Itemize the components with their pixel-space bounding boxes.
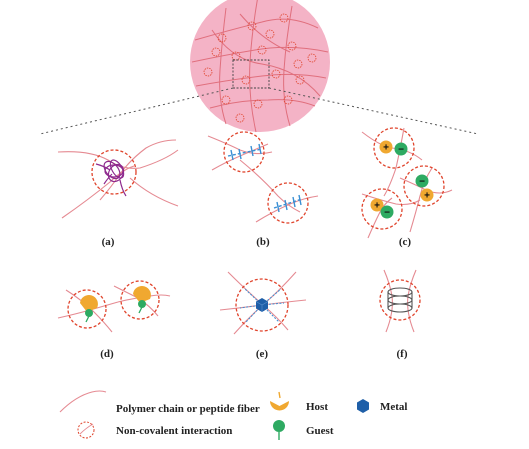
panel-f-label: (f) (397, 348, 408, 360)
panel-c-label: (c) (399, 236, 412, 248)
legend-chain-label: Polymer chain or peptide fiber (116, 403, 260, 415)
legend-chain-swatch (59, 390, 107, 413)
legend-host-label: Host (306, 401, 328, 413)
panel-e-label: (e) (256, 348, 269, 360)
panel-c-interaction-ring-right (403, 165, 445, 207)
panel-f-interaction-ring (379, 279, 421, 321)
panel-b-interaction-ring-top (223, 131, 265, 173)
legend-guest-icon (273, 420, 285, 432)
anion-top-sign: − (398, 145, 404, 156)
panel-b-interaction-ring-bottom (267, 182, 309, 224)
legend: Polymer chain or peptide fiber Non-coval… (59, 390, 407, 440)
stacked-rings (387, 287, 413, 313)
cation-right (420, 188, 434, 202)
host-left (80, 294, 98, 312)
host-right (133, 285, 151, 303)
panel-c-interaction-ring-top (373, 127, 415, 169)
guest-left (85, 309, 93, 317)
anion-bottom-sign: − (384, 208, 390, 219)
anion-bottom (380, 205, 394, 219)
legend-interaction-label: Non-covalent interaction (116, 425, 232, 437)
anion-right-sign: − (419, 177, 425, 188)
cation-bottom-sign: + (374, 201, 380, 212)
cation-top (379, 140, 393, 154)
panel-b-hydrogen-bond (207, 131, 319, 224)
legend-host-icon (270, 401, 289, 411)
network-chains (191, 0, 329, 133)
legend-interaction-swatch (77, 421, 95, 439)
zoom-guide-left (39, 87, 234, 135)
panel-c-interaction-ring-bottom (361, 188, 403, 230)
legend-metal-label: Metal (380, 401, 407, 413)
zoom-box (232, 59, 270, 89)
zoom-guide-right (268, 87, 479, 135)
anion-right (415, 174, 429, 188)
anion-top (394, 142, 408, 156)
network-crosslinks (203, 13, 317, 123)
entanglement-coil (95, 159, 127, 197)
panel-e-interaction-ring (235, 278, 289, 332)
cation-right-sign: + (424, 191, 430, 202)
hydrogen-bond-bottom (273, 194, 303, 213)
panel-a-entanglement (57, 139, 179, 219)
panel-d-label: (d) (100, 348, 114, 360)
cation-bottom (370, 198, 384, 212)
legend-guest-label: Guest (306, 425, 334, 437)
panel-d-host-guest (57, 280, 171, 333)
panel-d-interaction-ring-right (120, 280, 160, 320)
panel-a-interaction-ring (91, 149, 137, 195)
legend-metal-icon (357, 399, 369, 413)
panel-b-label: (b) (256, 236, 270, 248)
panel-c-electrostatic: + − − + + − (361, 127, 453, 239)
hydrogen-bond-top (227, 143, 263, 161)
network-overview (190, 0, 330, 133)
panel-f-pi-stacking (379, 269, 421, 333)
network-circle (190, 0, 330, 132)
panel-d-interaction-ring-left (67, 289, 107, 329)
cation-top-sign: + (383, 143, 389, 154)
panel-a-label: (a) (102, 236, 115, 248)
panel-e-metal-coordination (219, 271, 307, 335)
guest-right (138, 300, 146, 308)
